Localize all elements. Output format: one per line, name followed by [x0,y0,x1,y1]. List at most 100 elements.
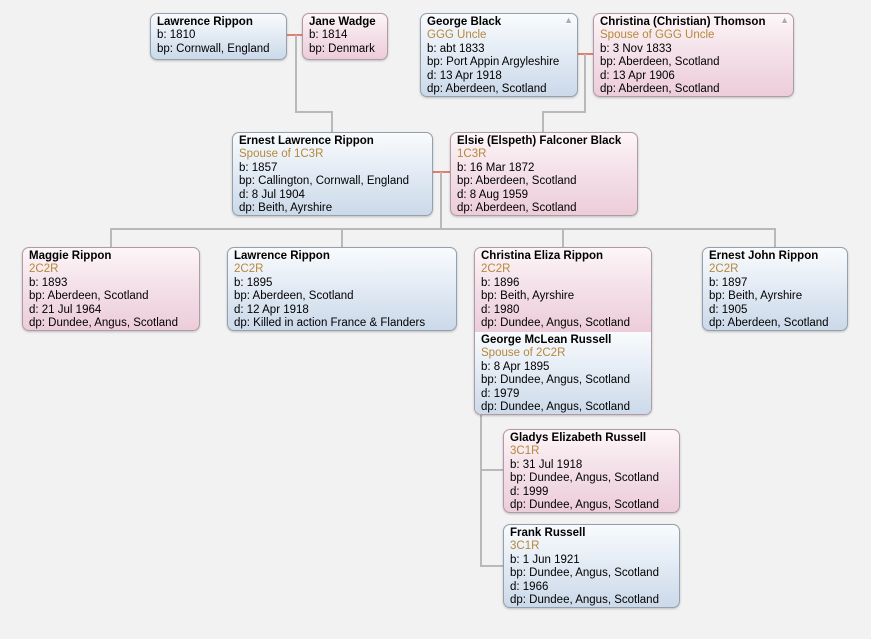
person-relationship: 2C2R [709,263,739,276]
descent-line [295,35,297,113]
person-detail: bp: Aberdeen, Scotland [457,175,577,188]
person-card-christina-thomson[interactable]: ▲ Christina (Christian) Thomson Spouse o… [593,13,794,97]
descent-line [440,172,442,229]
person-detail: dp: Aberdeen, Scotland [709,317,829,330]
descent-line [584,54,586,113]
person-relationship: GGG Uncle [427,29,487,42]
person-detail: bp: Dundee, Angus, Scotland [481,374,630,387]
person-detail: b: abt 1833 [427,42,485,55]
person-detail: b: 1857 [239,161,278,174]
person-detail: b: 1893 [29,276,68,289]
descent-line [562,228,564,247]
person-name: Ernest Lawrence Rippon [239,135,374,147]
person-detail: d: 1905 [709,303,748,316]
person-relationship: Spouse of 1C3R [239,148,324,161]
person-name: Gladys Elizabeth Russell [510,432,647,444]
person-name: Lawrence Rippon [157,16,253,28]
person-detail: dp: Dundee, Angus, Scotland [481,317,630,330]
person-name: Christina (Christian) Thomson [600,16,766,28]
person-detail: dp: Dundee, Angus, Scotland [29,317,178,330]
person-name: George McLean Russell [481,334,612,346]
person-relationship: 2C2R [29,263,59,276]
person-detail: bp: Aberdeen, Scotland [600,56,720,69]
person-detail: b: 1814 [309,29,348,42]
person-card-jane-wadge[interactable]: Jane Wadge b: 1814 bp: Denmark [302,13,388,60]
person-detail: bp: Beith, Ayrshire [481,290,575,303]
person-detail: d: 8 Jul 1904 [239,188,305,201]
person-detail: d: 21 Jul 1964 [29,303,102,316]
person-relationship: 3C1R [510,540,540,553]
person-detail: dp: Beith, Ayrshire [239,202,333,215]
person-detail: dp: Killed in action France & Flanders [234,317,426,330]
person-card-gladys-elizabeth-russell[interactable]: Gladys Elizabeth Russell 3C1R b: 31 Jul … [503,429,680,513]
person-card-lawrence-rippon-1895[interactable]: Lawrence Rippon 2C2R b: 1895 bp: Aberdee… [227,247,457,331]
person-detail: d: 12 Apr 1918 [234,303,309,316]
person-detail: bp: Aberdeen, Scotland [234,290,354,303]
person-detail: bp: Cornwall, England [157,42,270,55]
person-name: Elsie (Elspeth) Falconer Black [457,135,622,147]
person-relationship: 2C2R [481,263,511,276]
person-relationship: 2C2R [234,263,264,276]
person-detail: d: 1979 [481,387,520,400]
person-detail: b: 16 Mar 1872 [457,161,535,174]
descent-line [542,111,586,113]
person-detail: bp: Dundee, Angus, Scotland [510,567,659,580]
descent-line [774,228,776,247]
person-card-elsie-falconer-black[interactable]: Elsie (Elspeth) Falconer Black 1C3R b: 1… [450,132,638,216]
person-name: Christina Eliza Rippon [481,250,604,262]
person-name: Maggie Rippon [29,250,112,262]
descent-line [110,228,776,230]
person-detail: d: 13 Apr 1918 [427,69,502,82]
descent-line [295,111,333,113]
person-card-george-black[interactable]: ▲ George Black GGG Uncle b: abt 1833 bp:… [420,13,578,97]
person-detail: dp: Dundee, Angus, Scotland [481,401,630,414]
person-detail: d: 1999 [510,485,549,498]
person-detail: bp: Port Appin Argyleshire [427,56,560,69]
person-detail: b: 1897 [709,276,748,289]
person-detail: b: 1895 [234,276,273,289]
person-detail: d: 8 Aug 1959 [457,188,528,201]
person-detail: b: 1896 [481,276,520,289]
descent-line [110,228,112,247]
person-detail: d: 1966 [510,580,549,593]
descent-line [331,111,333,132]
person-detail: bp: Dundee, Angus, Scotland [510,472,659,485]
person-relationship: Spouse of GGG Uncle [600,29,715,42]
person-name: Ernest John Rippon [709,250,819,262]
person-card-frank-russell[interactable]: Frank Russell 3C1R b: 1 Jun 1921 bp: Dun… [503,524,680,608]
person-relationship: Spouse of 2C2R [481,347,566,360]
collapse-ancestors-icon[interactable]: ▲ [780,15,789,25]
person-detail: d: 1980 [481,303,520,316]
person-section-christina-eliza-rippon[interactable]: Christina Eliza Rippon 2C2R b: 1896 bp: … [475,248,651,332]
person-relationship: 3C1R [510,445,540,458]
descent-line [542,111,544,132]
person-detail: dp: Aberdeen, Scotland [427,83,547,96]
person-card-lawrence-rippon-1810[interactable]: Lawrence Rippon b: 1810 bp: Cornwall, En… [150,13,287,60]
person-detail: bp: Beith, Ayrshire [709,290,803,303]
person-detail: dp: Aberdeen, Scotland [457,202,577,215]
person-card-ernest-john-rippon[interactable]: Ernest John Rippon 2C2R b: 1897 bp: Beit… [702,247,848,331]
person-section-george-mclean-russell[interactable]: George McLean Russell Spouse of 2C2R b: … [475,332,651,414]
collapse-ancestors-icon[interactable]: ▲ [564,15,573,25]
person-detail: bp: Callington, Cornwall, England [239,175,410,188]
person-detail: dp: Dundee, Angus, Scotland [510,594,659,607]
person-card-maggie-rippon[interactable]: Maggie Rippon 2C2R b: 1893 bp: Aberdeen,… [22,247,200,331]
marriage-line [283,34,305,36]
person-detail: b: 3 Nov 1833 [600,42,672,55]
descent-line [480,415,482,567]
person-detail: bp: Denmark [309,42,375,55]
person-relationship: 1C3R [457,148,487,161]
person-card-ernest-lawrence-rippon[interactable]: Ernest Lawrence Rippon Spouse of 1C3R b:… [232,132,433,216]
person-detail: dp: Dundee, Angus, Scotland [510,499,659,512]
descent-line [480,565,503,567]
person-detail: b: 8 Apr 1895 [481,360,550,373]
person-detail: b: 1 Jun 1921 [510,553,580,566]
descent-line [341,228,343,247]
person-name: Lawrence Rippon [234,250,330,262]
person-card-couple-christina-george-russell[interactable]: Christina Eliza Rippon 2C2R b: 1896 bp: … [474,247,652,415]
person-detail: bp: Aberdeen, Scotland [29,290,149,303]
person-name: Jane Wadge [309,16,376,28]
person-detail: b: 1810 [157,29,196,42]
person-name: Frank Russell [510,527,586,539]
